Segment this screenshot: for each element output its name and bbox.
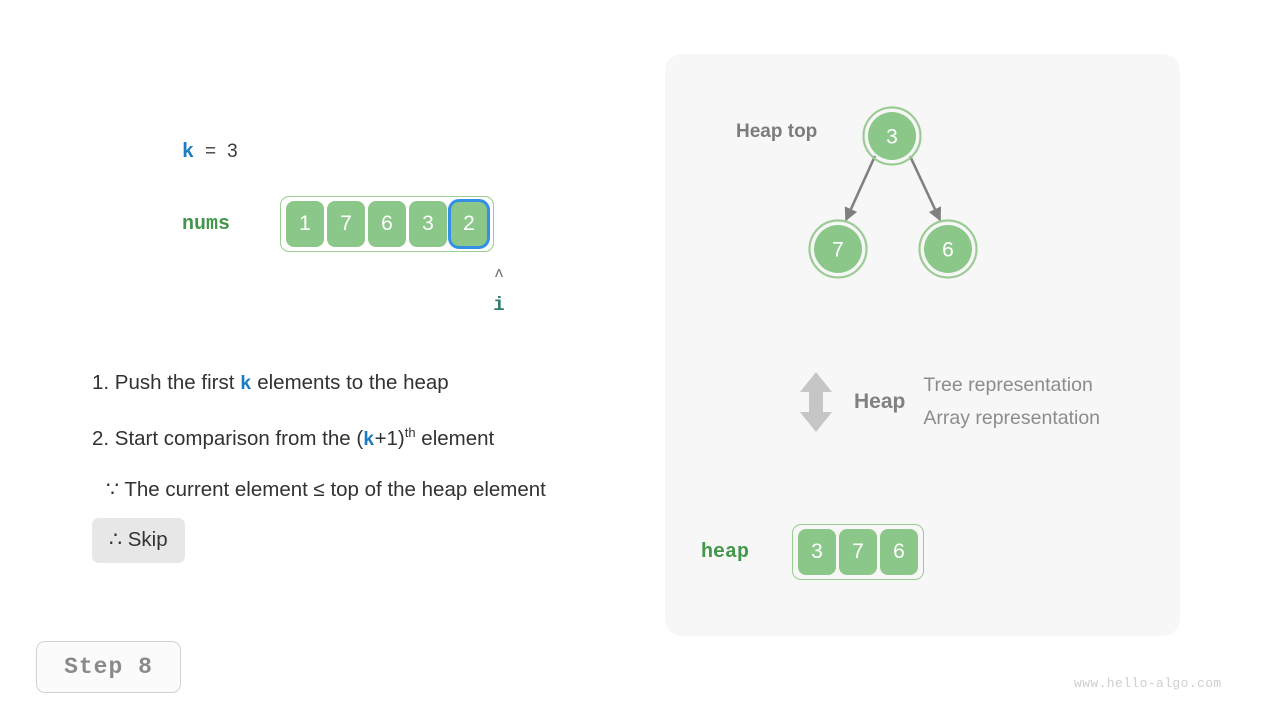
tree-node-fill: [814, 225, 862, 273]
tree-node-value: 7: [832, 239, 844, 262]
nums-cell-3[interactable]: 3: [409, 201, 447, 247]
heap-array-frame: 3 7 6: [792, 524, 924, 580]
tree-node-ring: [918, 219, 978, 279]
instruction-1-suffix: elements to the heap: [251, 371, 449, 394]
legend-heap-word: Heap: [854, 390, 906, 413]
instruction-line-3-reason: ∵ The current element ≤ top of the heap …: [106, 478, 546, 501]
variable-k-equals: =: [205, 141, 217, 162]
step-badge: Step 8: [36, 641, 181, 693]
pointer-caret-icon: ʌ: [494, 265, 504, 282]
tree-edge-right: [908, 155, 942, 222]
tree-edge-left: [844, 155, 877, 222]
conclusion-skip-badge: ∴ Skip: [92, 518, 185, 563]
tree-node-value: 3: [886, 126, 898, 149]
nums-cell-1[interactable]: 7: [327, 201, 365, 247]
tree-node-root[interactable]: 3: [862, 106, 922, 166]
instruction-line-2: 2. Start comparison from the (k+1)th ele…: [92, 425, 494, 451]
pointer-label-i: i: [493, 294, 505, 316]
tree-node-fill: [924, 225, 972, 273]
up-down-arrow-icon: [800, 372, 832, 432]
variable-k-value: 3: [227, 141, 238, 162]
watermark: www.hello-algo.com: [1074, 676, 1222, 691]
heap-label: heap: [701, 540, 750, 564]
instruction-2-mid: +1): [374, 426, 405, 450]
tree-node-ring: [862, 106, 922, 166]
nums-label: nums: [182, 212, 231, 236]
nums-array-row: nums 1 7 6 3 2: [182, 196, 494, 252]
legend-array-representation: Array representation: [923, 407, 1101, 429]
variable-k-row: k = 3: [182, 141, 238, 164]
heap-cell-2[interactable]: 6: [880, 529, 918, 575]
heap-top-label: Heap top: [736, 121, 818, 142]
variable-k-name: k: [182, 141, 195, 164]
heap-cell-0[interactable]: 3: [798, 529, 836, 575]
tree-node-right-child[interactable]: 6: [918, 219, 978, 279]
tree-node-ring: [808, 219, 868, 279]
index-pointer-group: ʌ i: [489, 266, 509, 318]
instruction-2-superscript: th: [404, 425, 416, 440]
legend-tree-representation: Tree representation: [923, 374, 1093, 396]
heap-array-row: heap 3 7 6: [701, 524, 924, 580]
heap-cell-1[interactable]: 7: [839, 529, 877, 575]
instruction-2-prefix: 2. Start comparison from the (: [92, 426, 364, 450]
heap-tree-diagram: 3 7 6: [808, 106, 978, 279]
tree-node-fill: [868, 112, 916, 160]
instruction-1-prefix: 1. Push the first: [92, 371, 241, 394]
heap-representation-legend: Heap Tree representation Array represent…: [796, 370, 1100, 434]
instruction-2-k-variable: k: [363, 428, 375, 451]
instruction-1-k-variable: k: [240, 373, 252, 395]
legend-representations: Tree representation Array representation: [923, 374, 1100, 430]
nums-array-frame: 1 7 6 3 2: [280, 196, 494, 252]
instruction-line-1: 1. Push the first k elements to the heap: [92, 371, 449, 395]
tree-node-left-child[interactable]: 7: [808, 219, 868, 279]
nums-cell-2[interactable]: 6: [368, 201, 406, 247]
instruction-2-suffix: element: [415, 426, 495, 450]
tree-node-value: 6: [942, 239, 954, 262]
nums-cell-4-highlighted[interactable]: 2: [448, 199, 490, 249]
nums-cell-0[interactable]: 1: [286, 201, 324, 247]
